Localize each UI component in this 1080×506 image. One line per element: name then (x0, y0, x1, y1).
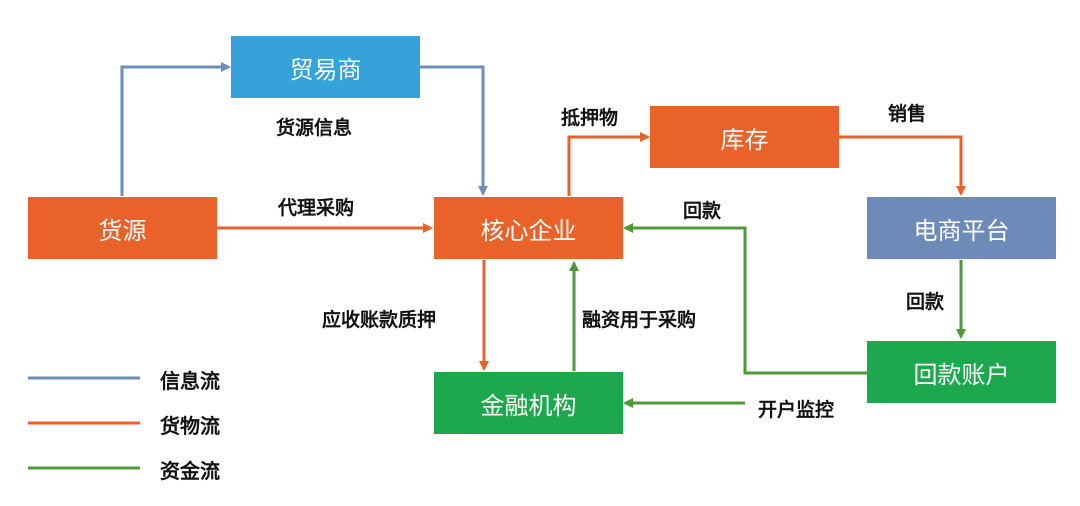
arrow-source-to-trader (120, 62, 231, 196)
legend-label-goods: 货物流 (160, 414, 220, 438)
node-financial-institution: 金融机构 (434, 372, 623, 434)
legend-label-funds: 资金流 (160, 459, 220, 483)
node-inventory: 库存 (650, 106, 839, 168)
label-sales: 销售 (888, 103, 927, 125)
arrow-inventory-to-ecommerce (838, 135, 966, 196)
node-source: 货源 (28, 197, 217, 259)
node-ecommerce-platform: 电商平台 (867, 197, 1056, 259)
label-financing-purchase: 融资用于采购 (582, 309, 697, 331)
arrow-account-to-core (623, 223, 868, 375)
arrow-trader-to-core (420, 65, 488, 196)
label-source-info: 货源信息 (276, 117, 353, 139)
label-repayment-core: 回款 (683, 200, 722, 222)
node-repayment-account: 回款账户 (867, 341, 1056, 403)
arrow-core-to-inventory (567, 132, 650, 196)
node-trader: 贸易商 (231, 36, 420, 98)
label-receivable-pledge: 应收账款质押 (322, 309, 437, 331)
label-agent-purchase: 代理采购 (278, 197, 355, 219)
node-core-enterprise: 核心企业 (434, 197, 623, 259)
label-repayment-ecommerce: 回款 (906, 291, 945, 313)
legend-label-info: 信息流 (160, 369, 220, 393)
label-collateral: 抵押物 (561, 107, 619, 129)
label-account-monitor: 开户监控 (758, 399, 835, 421)
